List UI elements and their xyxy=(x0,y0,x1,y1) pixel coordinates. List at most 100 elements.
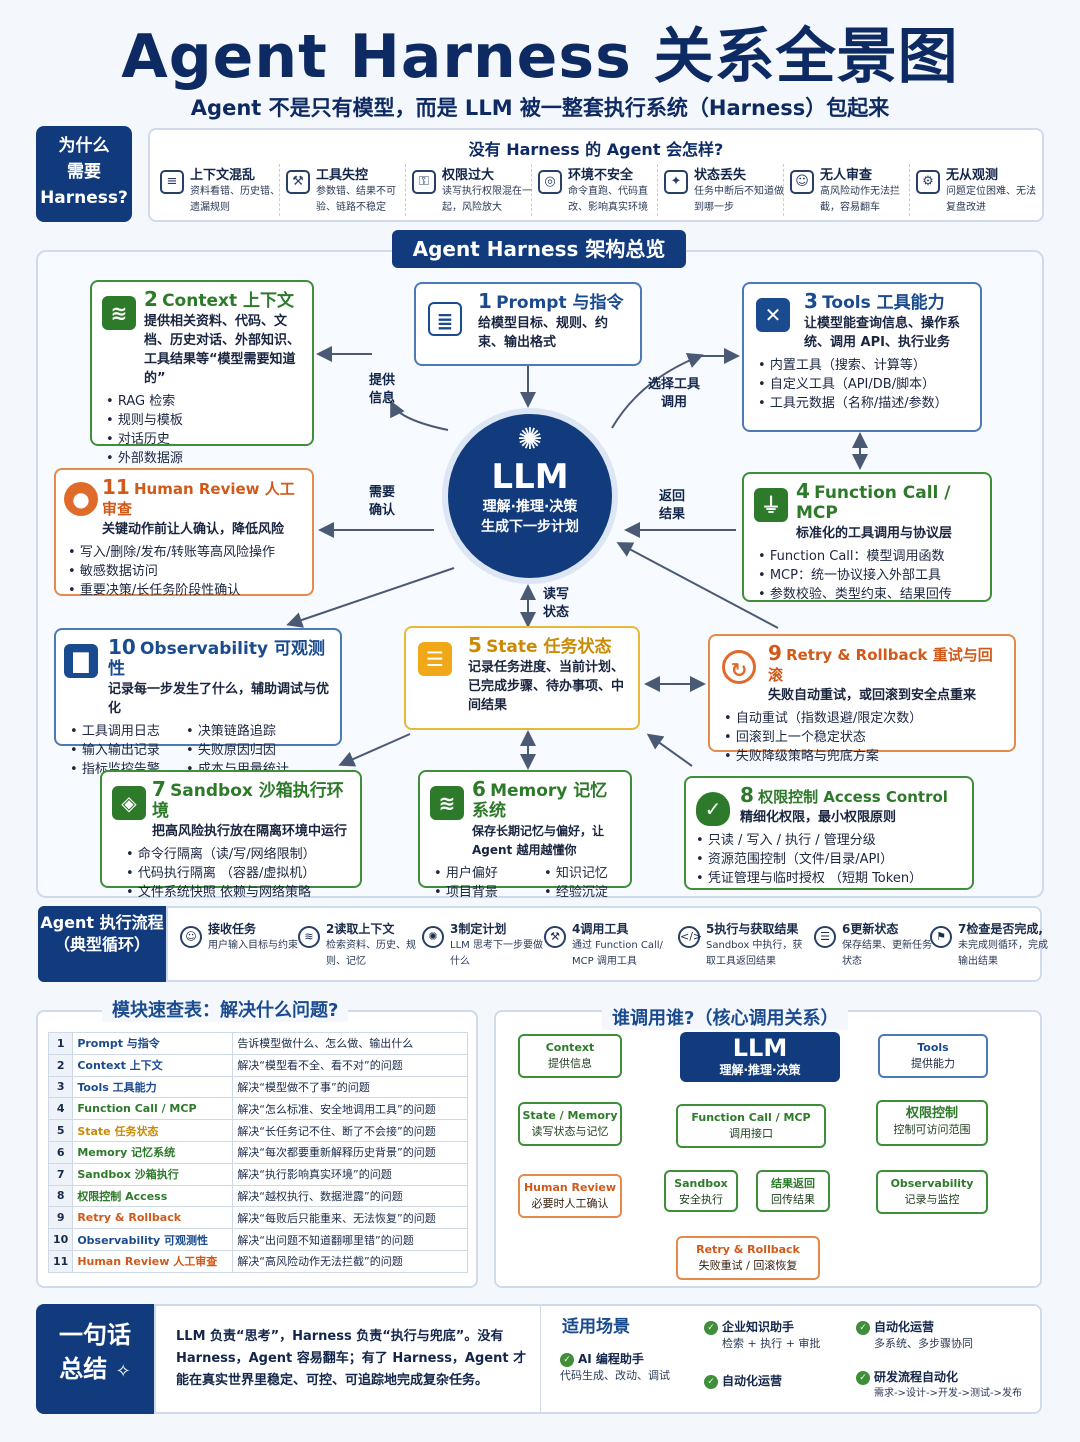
problem-state: ✦状态丢失任务中断后不知道做到哪一步 xyxy=(660,164,784,216)
row-solve: 解决“出问题不知道翻哪里错”的问题 xyxy=(232,1228,468,1251)
llm-core: ✺ LLM 理解·推理·决策 生成下一步计划 xyxy=(442,408,618,584)
row-solve: 解决“模型做不了事”的问题 xyxy=(232,1075,468,1099)
module-function-call: ⏚ 4 Function Call / MCP 标准化的工具调用与协议层 Fun… xyxy=(742,472,992,602)
module-context: ≋ 2 Context 上下文 提供相关资料、代码、文档、历史对话、外部知识、工… xyxy=(90,280,314,466)
row-number: 6 xyxy=(47,1140,74,1164)
row-number: 3 xyxy=(47,1075,74,1099)
module-human-review: ● 11 Human Review 人工审查 关键动作前让人确认，降低风险 写入… xyxy=(54,468,314,598)
scene-ai-coding: ✓AI 编程助手代码生成、改动、调试 xyxy=(560,1352,670,1382)
row-module: Retry & Rollback xyxy=(72,1206,234,1230)
document-icon: ≣ xyxy=(428,302,462,336)
row-module: Tools 工具能力 xyxy=(72,1075,234,1099)
problem-observe: ⚙无从观测问题定位困难、无法复盘改进 xyxy=(912,164,1036,216)
database-icon: ≋ xyxy=(430,786,464,820)
node-access-control: 权限控制控制可访问范围 xyxy=(876,1100,988,1146)
toolbox-icon: ⚒ xyxy=(286,170,310,194)
summary-text: LLM 负责“思考”，Harness 负责“执行与兜底”。没有 Harness，… xyxy=(176,1329,527,1388)
row-solve: 解决“长任务记不住、断了不会接”的问题 xyxy=(232,1119,468,1142)
check-icon: ✓ xyxy=(704,1374,718,1389)
module-state: ☰ 5 State 任务状态 记录任务进度、当前计划、已完成步骤、待办事项、中间… xyxy=(404,626,640,730)
user-lock-icon: ⚿ xyxy=(412,170,436,194)
module-prompt: ≣ 1 Prompt 与指令 给模型目标、规则、约束、输出格式 xyxy=(414,282,642,366)
summary-panel: LLM 负责“思考”，Harness 负责“执行与兜底”。没有 Harness，… xyxy=(154,1304,1042,1414)
architecture-title: Agent Harness 架构总览 xyxy=(392,230,686,268)
label-return-result: 返回结果 xyxy=(658,489,685,522)
problem-tools: ⚒工具失控参数错、结果不可验、链路不稳定 xyxy=(282,164,406,216)
row-number: 4 xyxy=(47,1097,74,1121)
scene-auto-ops-2: ✓自动化运营 xyxy=(704,1372,782,1389)
problem-context: ≡上下文混乱资料看错、历史错、遗漏规则 xyxy=(156,164,280,216)
refresh-icon: ↻ xyxy=(722,650,756,684)
scene-enterprise-kb: ✓企业知识助手检索 + 执行 + 审批 xyxy=(704,1318,820,1353)
quick-heading: 模块速查表：解决什么问题? xyxy=(102,996,349,1022)
row-module: Prompt 与指令 xyxy=(72,1032,234,1055)
row-number: 8 xyxy=(47,1184,74,1208)
cube-icon: ◈ xyxy=(112,786,146,820)
module-sandbox: ◈ 7 Sandbox 沙箱执行环境 把高风险执行放在隔离环境中运行 命令行隔离… xyxy=(100,770,362,900)
code-icon: </> xyxy=(678,926,702,948)
bulb-icon: ✧ xyxy=(115,1361,131,1382)
gear-icon: ⚙ xyxy=(916,170,940,194)
row-solve: 解决“每败后只能重来、无法恢复”的问题 xyxy=(232,1206,468,1230)
row-module: Sandbox 沙箱执行 xyxy=(72,1162,234,1186)
summary-label: 一句话 总结 ✧ xyxy=(36,1304,154,1414)
scene-auto-ops: ✓自动化运营多系统、多步骤协同 xyxy=(856,1318,973,1353)
row-solve: 解决“每次都要重新解释历史背景”的问题 xyxy=(232,1140,468,1164)
module-tools: ✕ 3 Tools 工具能力 让模型能查询信息、操作系统、调用 API、执行业务… xyxy=(742,282,982,432)
label-select-tool: 选择工具调用 xyxy=(647,377,700,410)
why-label: 为什么 需要 Harness? xyxy=(36,126,132,222)
database-icon: ≋ xyxy=(102,296,136,330)
label-provide-info: 提供信息 xyxy=(368,373,395,406)
row-module: 权限控制 Access xyxy=(72,1184,234,1208)
check-icon: ✓ xyxy=(856,1370,870,1385)
module-retry: ↻ 9 Retry & Rollback 重试与回滚 失败自动重试，或回滚到安全… xyxy=(708,634,1016,764)
person-icon: ☺ xyxy=(180,926,202,948)
label-rw-state: 读写状态 xyxy=(542,587,569,620)
row-solve: 解决“高风险动作无法拦截”的问题 xyxy=(232,1249,468,1273)
module-memory: ≋ 6 Memory 记忆系统 保存长期记忆与偏好，让 Agent 越用越懂你 … xyxy=(418,770,632,900)
bar-chart-icon: ▇ xyxy=(64,644,98,678)
check-icon: ✓ xyxy=(856,1320,870,1335)
person-icon: ☺ xyxy=(790,170,814,194)
row-number: 9 xyxy=(47,1206,74,1230)
row-number: 7 xyxy=(47,1162,74,1186)
page-title: Agent Harness 关系全景图 xyxy=(121,22,959,92)
check-icon: ✓ xyxy=(560,1352,574,1367)
node-result-return: 结果返回回传结果 xyxy=(756,1170,830,1212)
row-module: Observability 可观测性 xyxy=(72,1228,234,1251)
row-solve: 解决“模型看不全、看不对”的问题 xyxy=(232,1053,468,1077)
flow-label: Agent 执行流程 （典型循环） xyxy=(38,906,166,982)
who-heading: 谁调用谁?（核心调用关系） xyxy=(602,1004,849,1030)
module-observability: ▇ 10 Observability 可观测性 记录每一步发生了什么，辅助调试与… xyxy=(54,628,342,777)
label-need-confirm: 需要确认 xyxy=(368,485,395,518)
row-number: 1 xyxy=(47,1032,74,1055)
wrench-icon: ⚒ xyxy=(544,926,566,948)
shield-icon: ✓ xyxy=(696,792,730,826)
person-icon: ● xyxy=(64,482,98,516)
brain-icon: ✺ xyxy=(422,926,444,948)
row-solve: 解决“执行影响真实环境”的问题 xyxy=(232,1162,468,1186)
row-solve: 解决“越权执行、数据泄露”的问题 xyxy=(232,1184,468,1208)
row-number: 10 xyxy=(47,1228,74,1251)
flag-icon: ⚑ xyxy=(930,926,952,948)
flow-steps-panel: ☺接收任务用户输入目标与约束 ≋2读取上下文检索资料、历史、规则、记忆 ✺3制定… xyxy=(166,906,1048,982)
row-number: 2 xyxy=(47,1053,74,1077)
check-icon: ✓ xyxy=(704,1320,718,1335)
scene-devflow: ✓研发流程自动化需求->设计->开发->测试->发布 xyxy=(856,1368,1022,1403)
